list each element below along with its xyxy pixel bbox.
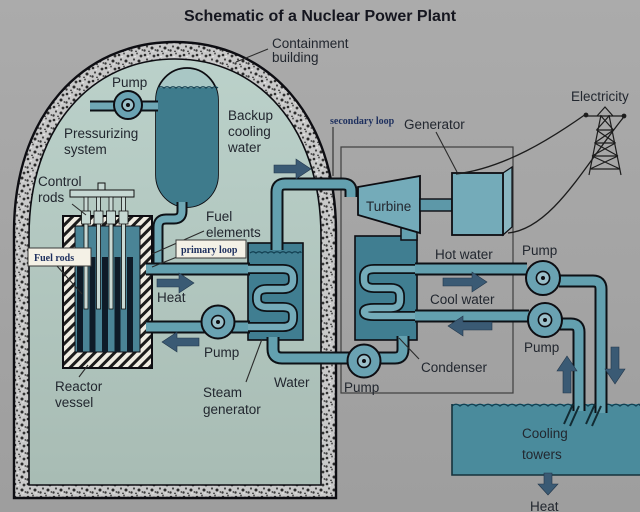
intake-up-arrow-icon xyxy=(556,355,578,394)
cool-pump-label: Pump xyxy=(524,340,559,355)
feedwater-pump-icon xyxy=(346,343,382,379)
containment-label-line2: building xyxy=(272,50,319,65)
reactor-vessel xyxy=(62,182,153,369)
turbine-label: Turbine xyxy=(366,199,411,214)
hot-water-arrow-icon xyxy=(442,271,488,293)
heat-exchanger-coils xyxy=(248,264,415,332)
electricity-label: Electricity xyxy=(571,89,629,104)
fuel-elements-label-line1: Fuel xyxy=(206,209,232,224)
discharge-down-arrow-icon xyxy=(604,346,626,385)
heat-out-label: Heat xyxy=(530,499,559,512)
cooling-towers-label-line1: Cooling xyxy=(522,426,568,441)
backup-label-line1: Backup xyxy=(228,108,273,123)
reactor-vessel-label-line2: vessel xyxy=(55,395,93,410)
turbine-shaft xyxy=(419,198,453,212)
hot-water-pump-icon xyxy=(525,260,561,296)
diagram-title: Schematic of a Nuclear Power Plant xyxy=(184,8,457,25)
backup-water-tank xyxy=(155,67,219,208)
tank-water xyxy=(156,88,218,207)
cool-water-arrow-icon xyxy=(447,315,493,337)
turbine xyxy=(357,174,421,235)
primary-loop-label: primary loop xyxy=(181,245,238,256)
pressurizing-label-line1: Pressurizing xyxy=(64,126,138,141)
heat-flow-arrow-icon xyxy=(156,272,195,294)
cooling-tower-basin xyxy=(451,403,640,476)
fuel-rods-label-box xyxy=(27,247,92,267)
cool-water-label: Cool water xyxy=(430,292,495,307)
cooling-towers-label-line2: towers xyxy=(522,447,562,462)
hot-pump-label: Pump xyxy=(522,243,557,258)
control-rods-label-line1: Control xyxy=(38,174,82,189)
containment-label-line1: Containment xyxy=(272,36,349,51)
fuel-rod-bundle xyxy=(77,257,133,352)
power-lines xyxy=(455,113,624,234)
sg-water-wave xyxy=(249,251,302,254)
basin-outline xyxy=(451,404,640,476)
primary-pump-icon xyxy=(200,304,236,340)
generator-label: Generator xyxy=(404,117,465,132)
backup-label-line3: water xyxy=(227,140,262,155)
transmission-tower-icon xyxy=(583,106,627,176)
return-flow-arrow-icon xyxy=(161,331,200,353)
control-rods-label-line2: rods xyxy=(38,190,65,205)
reactor-vessel-label-line1: Reactor xyxy=(55,379,103,394)
hot-water-label: Hot water xyxy=(435,247,493,262)
secondary-loop-label: secondary loop xyxy=(330,116,395,127)
backup-label-line2: cooling xyxy=(228,124,271,139)
fuel-rods-label: Fuel rods xyxy=(34,253,74,264)
heat-out-arrow-icon xyxy=(537,472,559,496)
primary-loop-label-box xyxy=(175,239,247,259)
pressurizing-label-line2: system xyxy=(64,142,107,157)
fuel-elements-label-line2: elements xyxy=(206,225,261,240)
reactor-heat-label: Heat xyxy=(157,290,186,305)
pressurizer-pump-label: Pump xyxy=(112,75,147,90)
basin-pipe-outlets xyxy=(563,403,602,427)
cool-water-pump-icon xyxy=(527,302,563,338)
basin-water xyxy=(452,404,640,475)
steam-flow-arrow-icon xyxy=(273,158,312,180)
tank-water-wave xyxy=(157,86,219,89)
water-label: Water xyxy=(274,375,310,390)
steam-generator-label-line2: generator xyxy=(203,402,261,417)
steam-generator-label-line1: Steam xyxy=(203,385,242,400)
basin-surface-wave xyxy=(451,403,640,407)
generator xyxy=(451,165,513,237)
feedwater-pump-label: Pump xyxy=(344,380,379,395)
condenser-label: Condenser xyxy=(421,360,488,375)
primary-pump-label: Pump xyxy=(204,345,239,360)
pressurizer-pump-icon xyxy=(113,90,143,120)
leader-lines xyxy=(56,48,458,383)
